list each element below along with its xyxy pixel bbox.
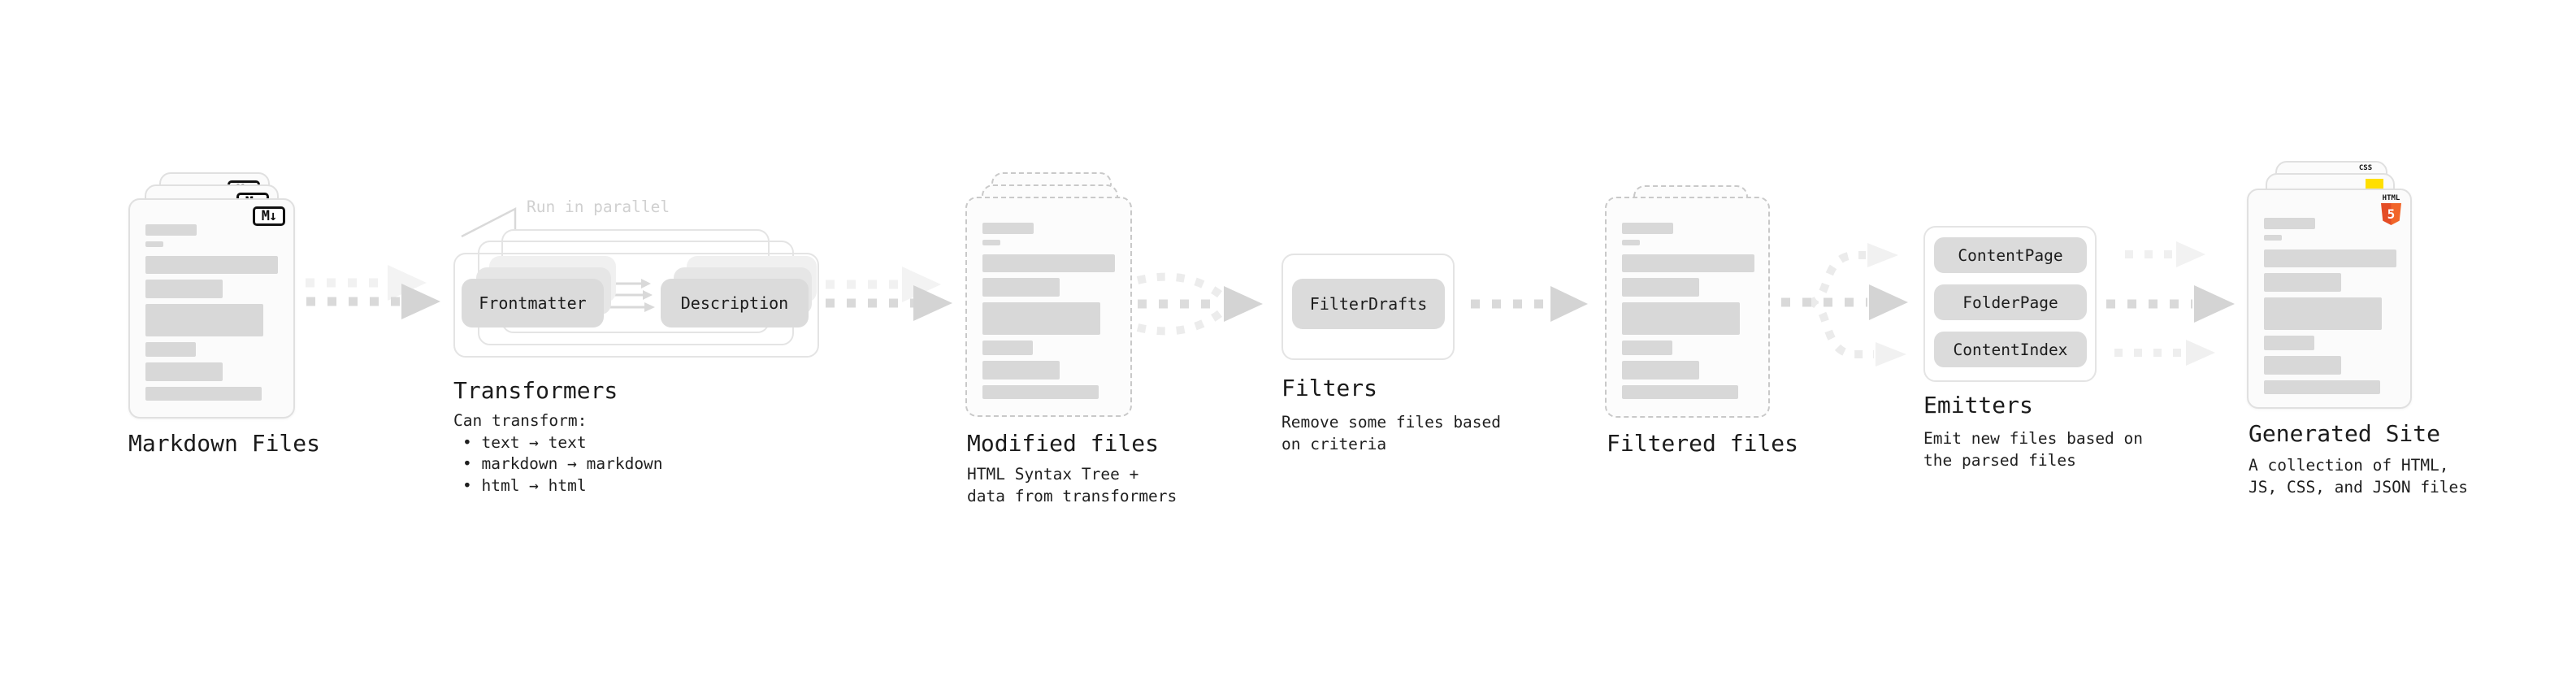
- file-card-front: [965, 197, 1132, 417]
- emitters-note: Emit new files based on the parsed files: [1923, 428, 2143, 471]
- placeholder-bar: [2264, 297, 2382, 330]
- placeholder-bar: [1622, 240, 1640, 245]
- note-line: Emit new files based on: [1923, 429, 2144, 448]
- transformers-note: Can transform: • text → text • markdown …: [453, 410, 663, 497]
- transformer-frame-front: [453, 253, 819, 358]
- file-card-front: HTML 5: [2247, 189, 2412, 409]
- contentpage-button: ContentPage: [1934, 237, 2087, 273]
- html5-number: 5: [2387, 206, 2396, 222]
- placeholder-bar: [145, 304, 263, 336]
- css-label: CSS: [2358, 164, 2373, 172]
- placeholder-bar: [982, 361, 1060, 380]
- html5-label: HTML: [2382, 194, 2400, 202]
- note-line: • html → html: [462, 475, 587, 495]
- note-line: HTML Syntax Tree +: [967, 465, 1139, 484]
- contentindex-button: ContentIndex: [1934, 332, 2087, 367]
- arrow-markdown-to-transformers: [306, 265, 440, 319]
- generated-site-label: Generated Site: [2249, 420, 2441, 447]
- transformers-label: Transformers: [453, 377, 618, 404]
- placeholder-bar: [1622, 278, 1699, 297]
- html5-shield: 5: [2381, 203, 2401, 225]
- note-line: A collection of HTML,: [2249, 456, 2449, 475]
- placeholder-bar: [982, 254, 1115, 272]
- file-content-placeholder: [1622, 223, 1754, 405]
- arrow-modified-to-filters: [1136, 272, 1263, 336]
- arrow-transformers-to-modified: [826, 267, 952, 321]
- placeholder-bar: [1622, 385, 1738, 399]
- file-content-placeholder: [2264, 218, 2396, 400]
- placeholder-bar: [145, 241, 163, 247]
- placeholder-bar: [982, 223, 1034, 234]
- placeholder-bar: [2264, 356, 2341, 375]
- file-content-placeholder: [982, 223, 1115, 405]
- placeholder-bar: [145, 280, 223, 298]
- js-file-icon: [2366, 179, 2383, 189]
- placeholder-bar: [982, 385, 1099, 399]
- placeholder-bar: [1622, 361, 1699, 380]
- file-content-placeholder: [145, 224, 278, 406]
- note-line: data from transformers: [967, 486, 1177, 505]
- filtered-files-label: Filtered files: [1607, 430, 1799, 457]
- note-line: • text → text: [462, 432, 587, 452]
- file-card-front: M↓: [128, 198, 295, 419]
- filterdrafts-button: FilterDrafts: [1292, 279, 1445, 329]
- note-line: on criteria: [1281, 434, 1387, 453]
- placeholder-bar: [145, 224, 197, 236]
- placeholder-bar: [982, 240, 1000, 245]
- placeholder-bar: [2264, 235, 2282, 241]
- placeholder-bar: [2264, 249, 2396, 267]
- arrow-filtered-to-emitters: [1781, 243, 1908, 367]
- placeholder-bar: [145, 362, 223, 381]
- placeholder-bar: [982, 340, 1033, 355]
- html5-file-icon: HTML 5: [2380, 194, 2402, 225]
- filters-label: Filters: [1281, 375, 1378, 401]
- filters-frame: [1281, 254, 1455, 360]
- note-line: the parsed files: [1923, 450, 2076, 470]
- placeholder-bar: [982, 302, 1100, 335]
- placeholder-bar: [145, 256, 278, 274]
- filters-note: Remove some files based on criteria: [1281, 412, 1501, 455]
- frontmatter-button: Frontmatter: [462, 279, 604, 327]
- note-line: Remove some files based: [1281, 413, 1502, 432]
- arrow-emitters-to-generated: [2106, 241, 2235, 366]
- modified-files-label: Modified files: [967, 430, 1160, 457]
- placeholder-bar: [2264, 218, 2315, 229]
- markdown-files-label: Markdown Files: [128, 430, 321, 457]
- note-line: Can transform:: [453, 411, 588, 430]
- placeholder-bar: [145, 342, 196, 357]
- placeholder-bar: [2264, 336, 2314, 350]
- emitters-label: Emitters: [1923, 392, 2033, 419]
- placeholder-bar: [2264, 380, 2380, 394]
- placeholder-bar: [145, 387, 262, 401]
- arrow-filters-to-filtered: [1471, 286, 1588, 322]
- placeholder-bar: [1622, 254, 1754, 272]
- description-button: Description: [661, 279, 809, 327]
- generated-site-note: A collection of HTML, JS, CSS, and JSON …: [2249, 455, 2468, 498]
- note-line: • markdown → markdown: [462, 454, 663, 473]
- markdown-icon: M↓: [253, 206, 285, 226]
- placeholder-bar: [982, 278, 1060, 297]
- note-line: JS, CSS, and JSON files: [2249, 477, 2469, 497]
- file-card-front: [1605, 197, 1770, 418]
- folderpage-button: FolderPage: [1934, 284, 2087, 320]
- placeholder-bar: [1622, 223, 1673, 234]
- placeholder-bar: [1622, 302, 1740, 335]
- placeholder-bar: [1622, 340, 1672, 355]
- modified-files-note: HTML Syntax Tree + data from transformer…: [967, 464, 1177, 507]
- emitters-frame: [1923, 226, 2097, 382]
- placeholder-bar: [2264, 273, 2341, 292]
- run-in-parallel-annotation: Run in parallel: [527, 197, 670, 216]
